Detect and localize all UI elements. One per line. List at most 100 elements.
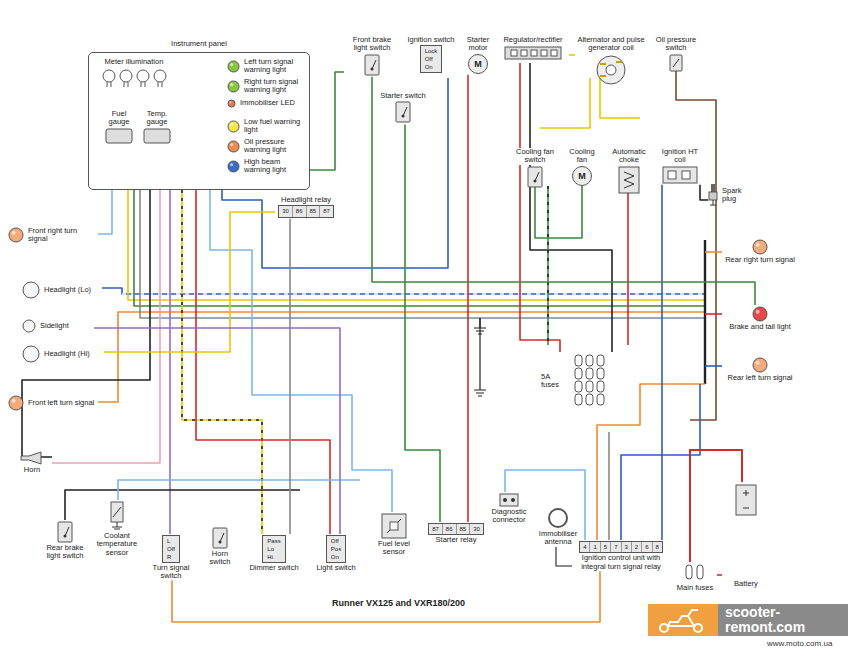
label-block: Headlight (Hi) — [43, 350, 104, 358]
label-block: Rear left turn signal — [722, 374, 798, 382]
label-block: Cooling fan switch — [512, 148, 558, 165]
sensor-symbol — [92, 501, 142, 531]
label-block: Horn switch — [200, 550, 240, 567]
pin-number: 87 — [431, 526, 440, 533]
drawing-part — [586, 368, 593, 379]
switch-position: L — [166, 538, 171, 544]
component-label: Meter illumination — [104, 58, 165, 66]
drawing-part — [708, 183, 718, 207]
drawing-part — [128, 190, 705, 300]
component-node: LOffRTurn signal switch — [145, 534, 197, 580]
drawing-part — [65, 490, 300, 520]
wire-connector — [104, 212, 275, 352]
motor-symbol: M — [468, 54, 488, 74]
drawing-part — [105, 128, 133, 144]
drawing-part — [8, 395, 24, 411]
label-block: Turn signal switch — [145, 564, 197, 581]
drawing-part — [608, 432, 610, 540]
drawing-part — [372, 60, 376, 69]
drawing-part — [503, 45, 563, 61]
drawing-part — [709, 192, 717, 200]
component-node: Automatic choke — [606, 148, 652, 195]
component-node: 41573268Ignition control unit with integ… — [572, 540, 670, 571]
component-label: Front left turn signal — [27, 399, 95, 407]
component-node: Battery — [722, 482, 770, 588]
component-label: Fuel gauge — [102, 110, 136, 127]
wire-connector — [289, 219, 291, 534]
drawing-part — [230, 63, 233, 66]
label-block: Diagnostic connector — [486, 508, 532, 525]
drawing-part — [227, 160, 240, 173]
label-block: Main fuses — [673, 584, 717, 592]
label-block: Starter motor — [461, 36, 495, 53]
drawing-part — [182, 190, 262, 534]
drawing-part — [227, 60, 240, 73]
pin-number: 2 — [634, 544, 639, 551]
drawing-part — [697, 565, 703, 579]
drawing-part — [597, 381, 604, 392]
drawing-part — [627, 186, 629, 345]
drawing-part — [22, 319, 36, 333]
label-block: Fuel level sensor — [368, 540, 420, 557]
drawing-part — [756, 243, 760, 247]
terminal-pin: 86 — [442, 524, 456, 534]
switch-position: Off — [424, 56, 434, 62]
component-label: Starter motor — [461, 36, 495, 53]
pin-wrap: 30868587 — [275, 204, 337, 218]
pin-number: 7 — [613, 544, 618, 551]
label-block: Spark plug — [721, 187, 758, 204]
drawing-part — [9, 228, 23, 242]
drawing-part — [22, 281, 40, 299]
label-block: Temp. gauge — [140, 110, 174, 127]
drawing-part — [683, 563, 707, 583]
drawing-part — [154, 70, 166, 82]
drawing-part — [228, 81, 239, 92]
label-block: Oil pressure warning light — [243, 138, 307, 155]
terminal-pin: 87 — [319, 206, 333, 216]
label-block: Front right turn signal — [27, 227, 98, 244]
horn-symbol — [12, 451, 52, 465]
sw-symbol — [512, 166, 558, 188]
drawing-part — [395, 101, 411, 123]
drawing-part — [575, 368, 582, 379]
drawing-part — [220, 533, 224, 542]
drawing-part — [540, 78, 590, 128]
component-node: Horn — [12, 450, 52, 474]
drawing-part — [196, 190, 330, 534]
component-node: Ignition switchLockOffOn — [405, 36, 457, 74]
pin-number: 4 — [582, 544, 587, 551]
drawing-part — [549, 509, 567, 527]
drawing-part — [711, 184, 715, 192]
drawing-part — [753, 307, 767, 321]
pin-strip: 41573268 — [579, 541, 663, 553]
pin-number: 8 — [655, 544, 660, 551]
switch-position-row: Lo — [266, 545, 281, 553]
watermark-orange — [648, 604, 718, 636]
component-label: Front brake light switch — [344, 36, 400, 53]
scooter-icon — [660, 610, 702, 632]
drawing-part — [704, 240, 706, 384]
switch-table: LOffR — [162, 535, 180, 563]
drawing-part — [499, 493, 519, 507]
label-block: Meter illumination — [98, 58, 170, 66]
lamp-symbol — [227, 159, 240, 174]
drawing-part — [500, 494, 518, 506]
component-label: Low fuel warning light — [243, 118, 307, 135]
component-label: Right turn signal warning light — [243, 78, 307, 95]
terminal-pin: 85 — [456, 524, 470, 534]
component-node: Temp. gauge — [140, 110, 174, 145]
drawing-part — [531, 50, 537, 56]
drawing-part — [213, 528, 227, 548]
component-node: Front brake light switch — [344, 36, 400, 77]
lamp-symbol — [227, 79, 240, 94]
wire-connector — [569, 54, 575, 56]
label-block: Ignition HT coil — [655, 148, 705, 165]
wire-connector — [405, 124, 440, 522]
watermark-text: scooter- — [724, 605, 781, 620]
component-node: Sidelight — [22, 318, 94, 334]
component-node: Headlight relay30868587 — [275, 196, 337, 219]
component-node: Immobiliser LED — [227, 98, 307, 109]
component-node: Rear right turn signal — [722, 238, 798, 264]
table-wrap: LOffR — [145, 534, 197, 564]
component-node: Brake and tail light — [722, 305, 798, 331]
